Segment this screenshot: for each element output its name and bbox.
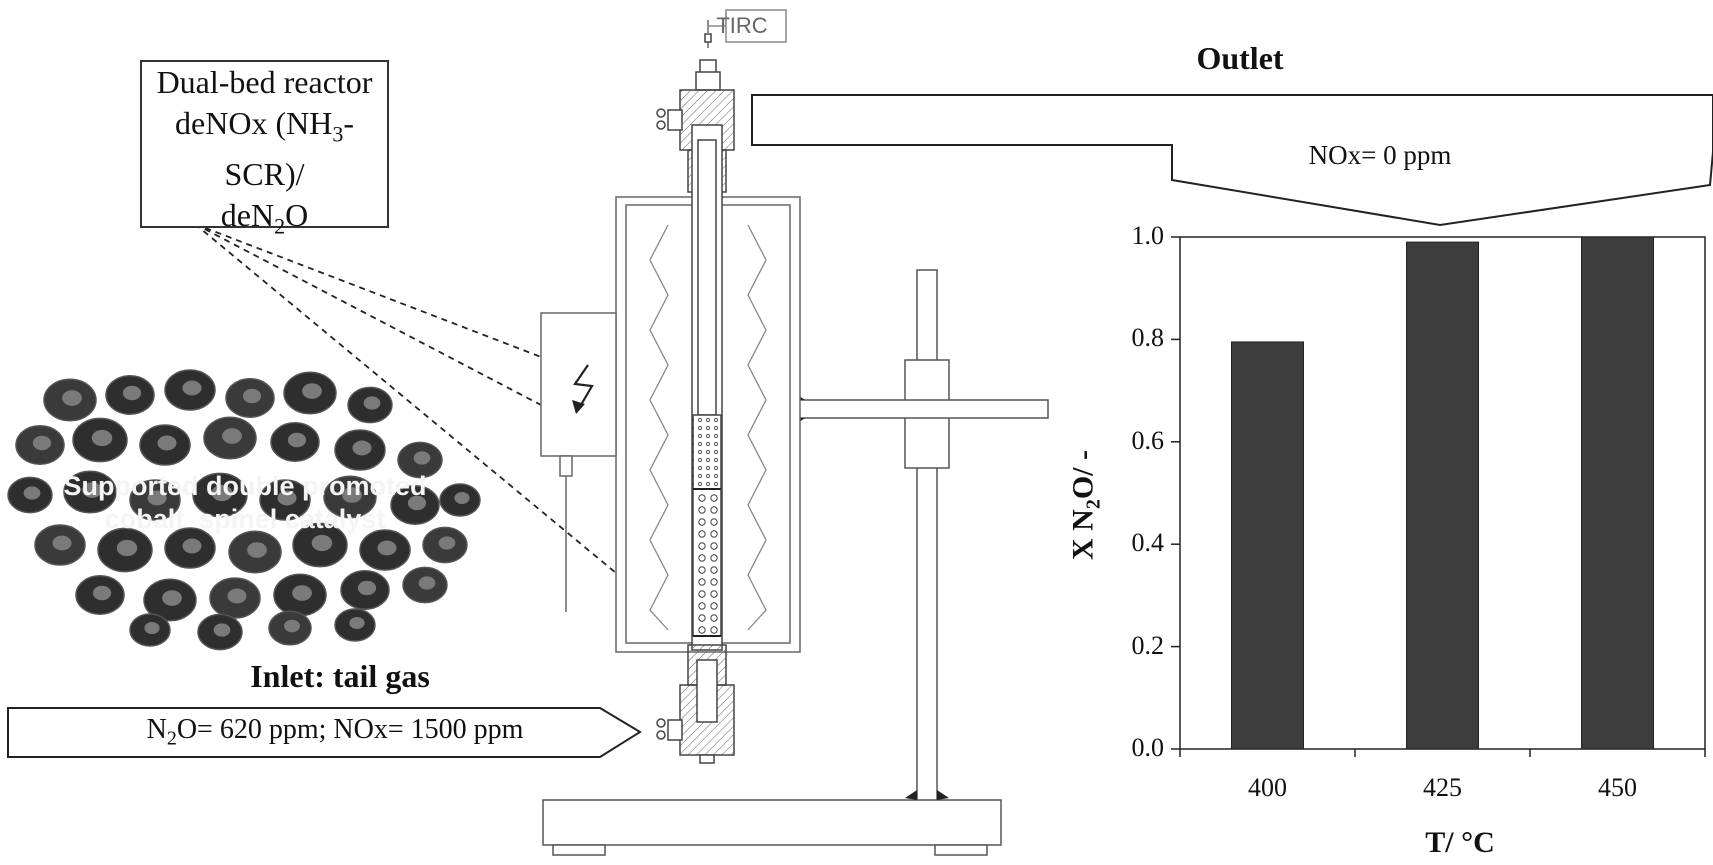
inlet-text-b: O= 620 ppm; NOx= 1500 ppm — [176, 714, 524, 745]
catalyst-ring-hole — [413, 451, 431, 465]
catalyst-ring-hole — [454, 492, 470, 504]
ylabel-a: X N — [1066, 509, 1100, 561]
y-tick-label: 0.2 — [1131, 630, 1165, 660]
reactor-line-3-a: deN — [220, 197, 275, 234]
catalyst-ring-hole — [182, 380, 202, 396]
catalyst-ring-hole — [349, 617, 365, 629]
catalyst-ring-hole — [242, 388, 262, 404]
catalyst-ring-hole — [92, 585, 112, 601]
ylabel-sub: 2 — [1082, 499, 1105, 510]
catalyst-ring-hole — [211, 484, 233, 502]
catalyst-ring-hole — [182, 538, 202, 554]
catalyst-pellets-image — [7, 369, 481, 651]
catalyst-ring-hole — [438, 536, 456, 550]
reactor-tube — [656, 13, 735, 764]
catalyst-ring-hole — [157, 435, 177, 451]
catalyst-ring-hole — [147, 490, 167, 506]
catalyst-ring-hole — [352, 440, 372, 456]
reactor-line-2-a: deNOx (NH — [175, 105, 333, 141]
inlet-title: Inlet: tail gas — [250, 658, 430, 694]
bar-450 — [1581, 236, 1654, 750]
x-tick-label: 425 — [1423, 773, 1462, 802]
inlet-text-a: N — [146, 714, 167, 745]
catalyst-ring-hole — [52, 535, 72, 551]
outlet-title: Outlet — [1196, 40, 1284, 76]
catalyst-ring-hole — [213, 623, 231, 637]
conversion-bar-chart — [1171, 236, 1706, 757]
reactor-description-box: Dual-bed reactor deNOx (NH3-SCR)/ deN2O — [140, 60, 389, 239]
catalyst-ring-hole — [363, 396, 381, 410]
x-tick-label: 450 — [1598, 773, 1637, 802]
chart-x-axis-label: T/ °C — [1425, 826, 1495, 859]
catalyst-ring-hole — [227, 588, 247, 604]
reactor-line-1: Dual-bed reactor — [156, 64, 373, 100]
catalyst-ring-hole — [116, 539, 138, 557]
catalyst-ring-hole — [82, 482, 102, 498]
catalyst-ring-hole — [222, 428, 242, 444]
catalyst-ring-hole — [23, 486, 41, 500]
catalyst-ring-hole — [342, 487, 362, 503]
reactor-line-3-sub: 2 — [274, 213, 286, 239]
catalyst-ring-hole — [91, 429, 113, 447]
catalyst-ring-hole — [311, 534, 333, 552]
bar-425 — [1406, 241, 1479, 750]
bar-400 — [1231, 341, 1304, 750]
catalyst-label-line-1: Supported double promoted — [63, 471, 427, 501]
inlet-text-sub: 2 — [166, 727, 177, 750]
reactor-line-3-b: O — [285, 197, 309, 234]
tirc-label: TIRC — [716, 13, 768, 38]
outlet-nox-text: NOx= 0 ppm — [1308, 140, 1452, 170]
catalyst-label-line-2: cobalt spinel catalyst — [104, 504, 386, 534]
catalyst-ring-hole — [292, 585, 312, 601]
y-tick-label: 1.0 — [1131, 221, 1165, 250]
reactor-line-3: deN2O — [142, 195, 387, 246]
x-tick-label: 400 — [1248, 773, 1287, 802]
heater-power-box — [540, 312, 617, 612]
inlet-composition: N2O= 620 ppm; NOx= 1500 ppm — [40, 714, 630, 751]
catalyst-ring-hole — [32, 435, 52, 451]
catalyst-ring-hole — [144, 622, 160, 634]
y-tick-label: 0.0 — [1131, 733, 1165, 762]
catalyst-ring-hole — [357, 580, 377, 596]
catalyst-ring-hole — [122, 385, 142, 401]
catalyst-ring-hole — [277, 490, 297, 506]
tirc-box — [725, 9, 787, 43]
reactor-line-2-b: -SCR)/ — [224, 105, 354, 193]
catalyst-ring-hole — [377, 540, 397, 556]
outlet-callout — [751, 94, 1713, 227]
catalyst-label: Supported double promoted cobalt spinel … — [0, 470, 490, 536]
y-tick-label: 0.8 — [1131, 323, 1165, 353]
catalyst-ring-hole — [247, 542, 267, 558]
catalyst-ring-hole — [407, 495, 427, 511]
support-stand — [542, 269, 1049, 856]
inlet-arrow — [7, 707, 642, 758]
catalyst-ring-hole — [302, 383, 322, 399]
ylabel-b: O/ - — [1066, 449, 1100, 500]
reactor-line-2: deNOx (NH3-SCR)/ — [142, 103, 387, 195]
catalyst-ring-hole — [287, 432, 307, 448]
y-tick-label: 0.6 — [1131, 425, 1165, 455]
y-tick-label: 0.4 — [1131, 528, 1165, 558]
reactor-line-2-sub: 3 — [332, 121, 344, 147]
catalyst-ring-hole — [162, 590, 182, 606]
catalyst-ring-hole — [418, 576, 436, 590]
catalyst-ring-hole — [284, 619, 300, 633]
catalyst-ring-hole — [62, 390, 82, 406]
